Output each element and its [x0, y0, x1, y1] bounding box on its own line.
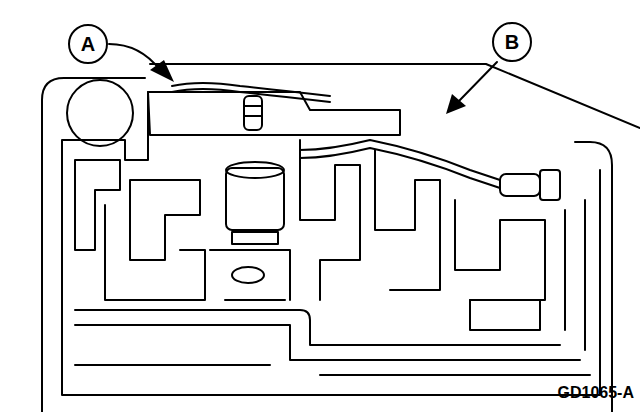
fluid-channel	[455, 200, 545, 300]
arrowhead	[446, 94, 466, 114]
housing-top-edge	[150, 64, 640, 128]
check-ball	[232, 267, 264, 283]
wiring-harness	[300, 140, 500, 180]
harness-connector-ribs	[244, 106, 262, 116]
fluid-channel	[75, 365, 590, 375]
fluid-channel	[300, 140, 360, 300]
fluid-channel	[130, 180, 200, 260]
fluid-channel	[210, 250, 290, 300]
fluid-channel	[375, 150, 440, 290]
fluid-channel	[565, 200, 585, 350]
callout-letter: B	[505, 32, 519, 52]
valve-body-block	[148, 92, 400, 135]
callout-circle: A	[68, 24, 108, 64]
fluid-channel	[470, 300, 540, 330]
fluid-channel	[75, 160, 120, 250]
leader-line	[458, 62, 497, 102]
callout-letter: A	[81, 34, 95, 54]
valve-body-side	[62, 92, 600, 395]
harness-connector	[244, 96, 262, 130]
accumulator-bore	[67, 80, 133, 146]
solenoid-base	[232, 232, 278, 244]
fluid-channel	[75, 310, 560, 345]
figure-code: GD1065-A	[558, 384, 634, 402]
case-connector	[500, 174, 540, 196]
leader-line	[109, 44, 160, 70]
case-connector	[540, 170, 560, 200]
housing-right-edge	[575, 142, 612, 412]
callout-circle: B	[492, 22, 532, 62]
fluid-channel	[105, 205, 205, 300]
wiring-harness	[300, 148, 500, 188]
arrowhead	[150, 60, 174, 82]
solenoid-top	[226, 162, 284, 178]
